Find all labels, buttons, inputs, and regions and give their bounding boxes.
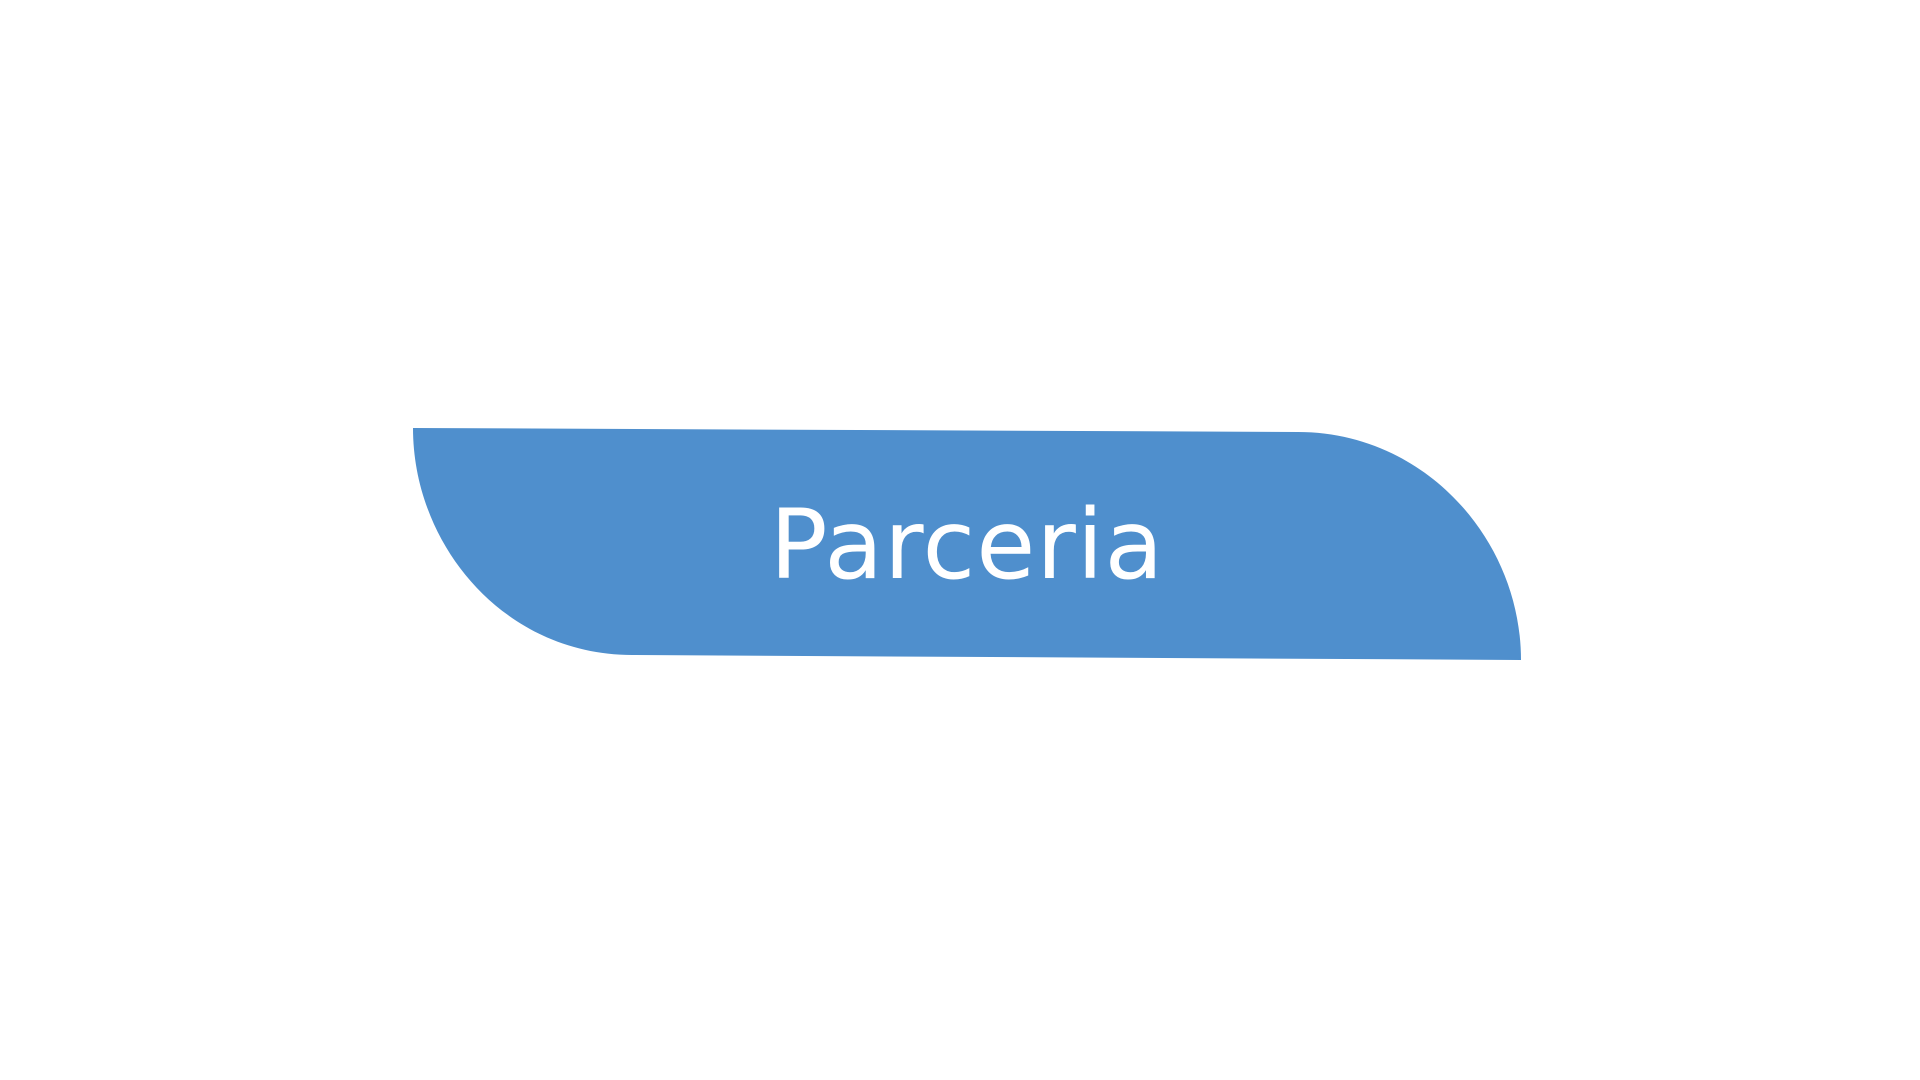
- rounded-banner-shape: [413, 428, 1521, 660]
- banner-label: Parceria: [769, 489, 1165, 601]
